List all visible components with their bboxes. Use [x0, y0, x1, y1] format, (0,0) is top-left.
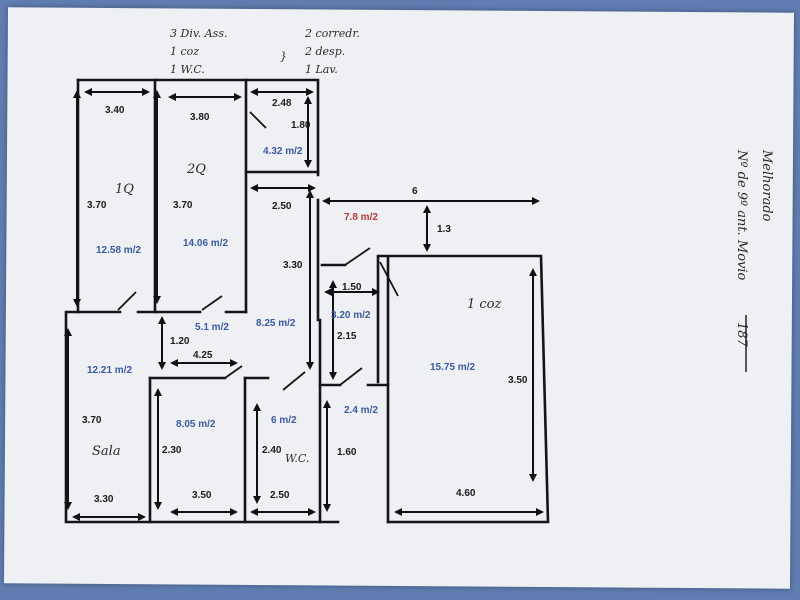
doors: [117, 111, 399, 391]
note-lav: 1 Lav.: [305, 63, 338, 76]
area-desp: 4.32 m/2: [263, 146, 303, 157]
dim-2q-height: 3.70: [173, 200, 193, 211]
door-wc: [282, 371, 306, 391]
dim-215: 2.15: [337, 331, 357, 342]
walls: [64, 78, 550, 524]
room-label-2q: 2Q: [186, 162, 206, 177]
dim-1q-width: 3.40: [105, 105, 125, 116]
dim-hall-height: 1.20: [170, 336, 190, 347]
dim-coz-width: 4.60: [456, 488, 476, 499]
room-label-coz: 1 coz: [467, 297, 502, 312]
dim-top-height: 1.3: [437, 224, 451, 235]
dim-hall-width: 4.25: [193, 350, 213, 361]
dim-1q-height: 3.70: [87, 200, 107, 211]
note-div-ass: 3 Div. Ass.: [170, 27, 227, 40]
area-lav: 2.4 m/2: [344, 405, 378, 416]
door-2q: [201, 295, 223, 311]
note-wc: 1 W.C.: [170, 63, 205, 76]
dim-wc-width: 2.50: [270, 490, 290, 501]
dim-corridor-height: 3.30: [283, 260, 303, 271]
door-coz: [379, 261, 399, 297]
dim-q3-width: 3.50: [192, 490, 212, 501]
dimension-labels: 3.40 3.70 3.80 3.70 2.48 1.80 2.50 3.30 …: [82, 98, 528, 505]
note-brace: }: [280, 50, 287, 63]
door-1q: [117, 291, 137, 311]
dim-q3-height: 2.30: [162, 445, 182, 456]
room-label-sala: Sala: [92, 444, 121, 459]
side-note-ant: Nº de 9º ant. Movio: [734, 149, 749, 281]
area-labels: 12.58 m/2 14.06 m/2 4.32 m/2 7.8 m/2 5.1…: [87, 146, 475, 430]
dim-sala-height: 3.70: [82, 415, 102, 426]
door-lav: [339, 367, 363, 386]
dim-corridor-width: 2.50: [272, 201, 292, 212]
dim-coz-height: 3.50: [508, 375, 528, 386]
area-wc: 6 m/2: [271, 415, 297, 426]
area-sala: 12.21 m/2: [87, 365, 132, 376]
door-corridor: [344, 247, 371, 266]
area-hall: 5.1 m/2: [195, 322, 229, 333]
room-labels: 1Q 2Q 1 coz Sala W.C.: [92, 162, 502, 465]
area-q3: 8.05 m/2: [176, 419, 216, 430]
dim-desp-height: 1.80: [291, 120, 311, 131]
area-small: 3.20 m/2: [331, 310, 371, 321]
note-coz: 1 coz: [170, 45, 199, 58]
area-entrance: 7.8 m/2: [344, 212, 378, 223]
area-1q: 12.58 m/2: [96, 245, 141, 256]
dim-sala-width: 3.30: [94, 494, 114, 505]
room-label-1q: 1Q: [115, 182, 134, 197]
dim-top-width: 6: [412, 186, 418, 197]
dim-wc-height: 2.40: [262, 445, 282, 456]
area-coz: 15.75 m/2: [430, 362, 475, 373]
note-desp: 2 desp.: [304, 45, 345, 58]
area-corridor: 8.25 m/2: [256, 318, 296, 329]
header-notes: 3 Div. Ass. 1 coz 1 W.C. } 2 corredr. 2 …: [170, 27, 360, 76]
door-desp: [249, 111, 267, 129]
dim-150: 1.50: [342, 282, 362, 293]
dim-2q-width: 3.80: [190, 112, 210, 123]
side-note-melhorado: Melhorado: [759, 149, 774, 222]
dim-lav-height: 1.60: [337, 447, 357, 458]
note-corredor: 2 corredr.: [304, 27, 360, 40]
door-q3: [224, 365, 243, 379]
dimension-arrows: [64, 88, 544, 521]
area-2q: 14.06 m/2: [183, 238, 228, 249]
side-notes: Melhorado Nº de 9º ant. Movio 187: [734, 149, 774, 372]
dim-desp-width: 2.48: [272, 98, 292, 109]
room-label-wc: W.C.: [285, 452, 309, 465]
